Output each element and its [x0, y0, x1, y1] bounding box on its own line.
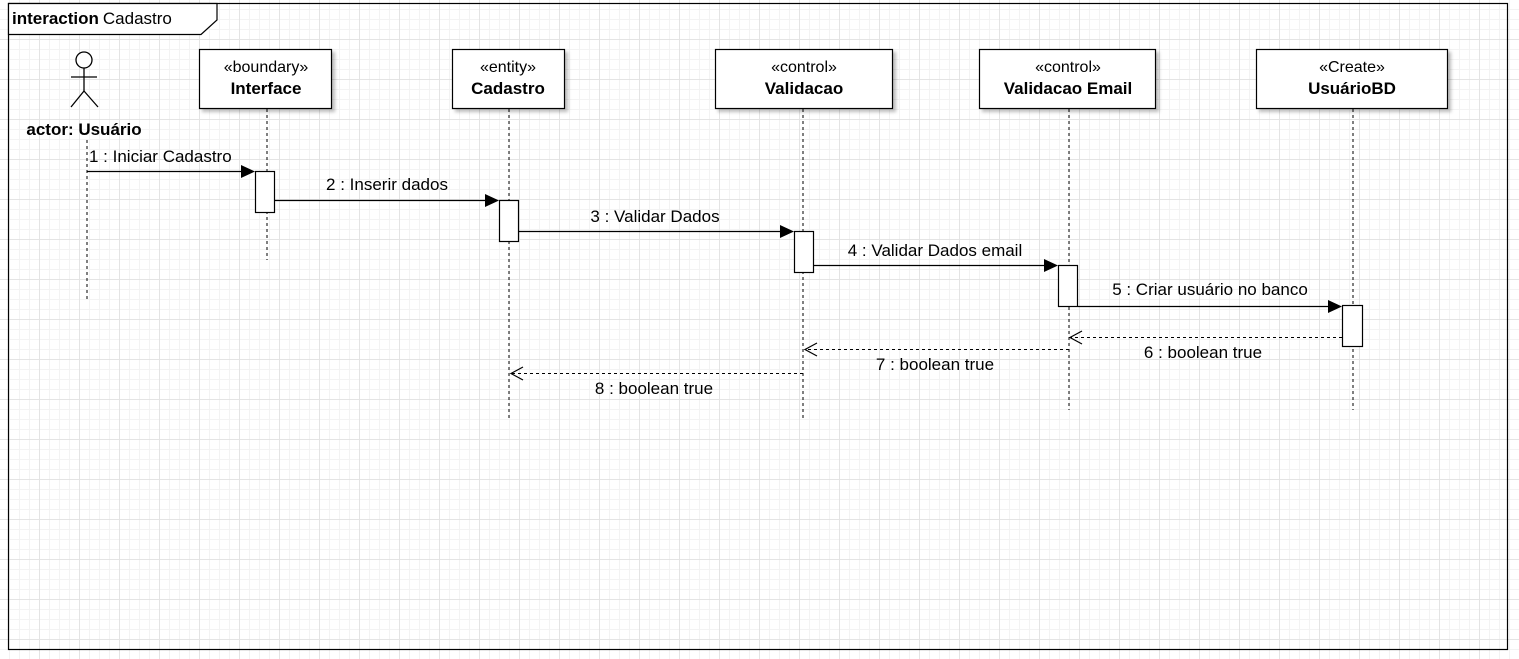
activation-bar-cadastro[interactable]: [498, 199, 520, 243]
participant-box: [1255, 48, 1449, 110]
frame-tab: [7, 2, 218, 36]
message-2[interactable]: 2 : Inserir dados: [275, 175, 499, 207]
message-label: 1 : Iniciar Cadastro: [89, 147, 232, 166]
activation-bar-validacao[interactable]: [793, 230, 815, 274]
message-label: 4 : Validar Dados email: [848, 241, 1023, 260]
message-label: 5 : Criar usuário no banco: [1112, 280, 1308, 299]
message-label: 7 : boolean true: [876, 355, 994, 374]
message-5[interactable]: 5 : Criar usuário no banco: [1078, 280, 1342, 313]
participant-name: Validacao: [765, 79, 843, 98]
participant-validacao[interactable]: «control» Validacao: [714, 48, 894, 419]
activation-bar-usuariobd[interactable]: [1341, 304, 1364, 348]
participant-interface[interactable]: «boundary» Interface: [198, 48, 333, 261]
participant-box: [714, 48, 894, 110]
participant-box: [198, 48, 333, 110]
message-1[interactable]: 1 : Iniciar Cadastro: [87, 147, 255, 178]
arrowhead-filled-icon: [1044, 259, 1058, 272]
participant-stereotype: «boundary»: [224, 59, 309, 76]
message-label: 2 : Inserir dados: [326, 175, 448, 194]
message-7[interactable]: 7 : boolean true: [803, 342, 1069, 374]
actor-usuario[interactable]: actor: Usuário: [26, 51, 142, 300]
participant-usuariobd[interactable]: «Create» UsuárioBD: [1255, 48, 1449, 411]
message-6[interactable]: 6 : boolean true: [1068, 330, 1342, 362]
participant-name: UsuárioBD: [1308, 79, 1396, 98]
participant-validacao-email[interactable]: «control» Validacao Email: [978, 48, 1157, 411]
participant-name: Interface: [231, 79, 302, 98]
frame-border: [7, 2, 1509, 651]
arrowhead-open-icon: [509, 366, 524, 381]
message-label: 6 : boolean true: [1144, 343, 1262, 362]
actor-label: actor: Usuário: [26, 120, 141, 139]
participant-stereotype: «entity»: [480, 59, 536, 76]
message-label: 3 : Validar Dados: [590, 207, 719, 226]
arrowhead-filled-icon: [780, 225, 794, 238]
participant-stereotype: «control»: [771, 59, 837, 76]
message-8[interactable]: 8 : boolean true: [509, 366, 803, 398]
stick-figure-icon: [70, 51, 99, 108]
frame-keyword: interaction: [12, 9, 99, 28]
participant-stereotype: «control»: [1035, 59, 1101, 76]
activation-bar-validacao-email[interactable]: [1057, 264, 1079, 308]
arrowhead-open-icon: [1068, 330, 1083, 345]
message-3[interactable]: 3 : Validar Dados: [519, 207, 794, 238]
message-4[interactable]: 4 : Validar Dados email: [814, 241, 1058, 272]
arrowhead-filled-icon: [1328, 300, 1342, 313]
participant-name: Cadastro: [471, 79, 545, 98]
arrowhead-filled-icon: [485, 194, 499, 207]
frame-name: Cadastro: [103, 9, 172, 28]
participant-stereotype: «Create»: [1319, 59, 1385, 76]
message-label: 8 : boolean true: [595, 379, 713, 398]
arrowhead-filled-icon: [241, 165, 255, 178]
participant-cadastro[interactable]: «entity» Cadastro: [451, 48, 566, 419]
participant-name: Validacao Email: [1004, 79, 1133, 98]
arrowhead-open-icon: [803, 342, 818, 357]
activation-bar-interface[interactable]: [254, 170, 276, 214]
participant-box: [451, 48, 566, 110]
participant-box: [978, 48, 1157, 110]
